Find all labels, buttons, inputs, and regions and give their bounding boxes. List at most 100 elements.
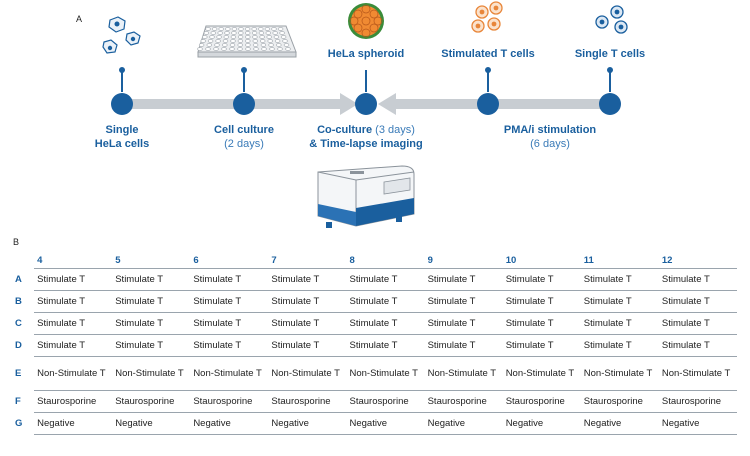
table-cell: Negative xyxy=(424,412,503,435)
table-cell: Non-Stimulate T xyxy=(34,356,113,391)
table-cell: Stimulate T xyxy=(34,268,113,291)
table-cell: Staurosporine xyxy=(580,390,659,413)
table-cell: Staurosporine xyxy=(268,390,347,413)
table-cell: Stimulate T xyxy=(502,334,581,357)
arrow-left-head xyxy=(378,93,396,115)
node-cell-culture xyxy=(233,93,255,115)
column-header: 6 xyxy=(193,254,199,266)
row-label: C xyxy=(15,318,22,329)
step-label-cell-culture: Cell culture(2 days) xyxy=(214,124,274,150)
arrow-right-head xyxy=(340,93,358,115)
table-cell: Negative xyxy=(580,412,659,435)
table-cell: Stimulate T xyxy=(34,312,113,335)
column-header: 7 xyxy=(271,254,277,266)
table-cell: Stimulate T xyxy=(658,268,737,291)
table-cell: Negative xyxy=(658,412,737,435)
stem-dot xyxy=(485,67,491,73)
label-stimulated-t-cells: Stimulated T cells xyxy=(441,48,535,60)
timeline-bar-right xyxy=(394,99,612,109)
table-cell: Staurosporine xyxy=(190,390,269,413)
table-cell: Staurosporine xyxy=(502,390,581,413)
stimulated-t-cells-icon xyxy=(471,1,503,33)
column-header: 4 xyxy=(37,254,43,266)
well-plate-icon xyxy=(197,25,297,58)
hela-spheroid-icon xyxy=(348,3,384,39)
table-cell: Stimulate T xyxy=(424,268,503,291)
column-header: 12 xyxy=(661,254,673,266)
row-label: A xyxy=(15,274,22,285)
table-cell: Negative xyxy=(112,412,191,435)
table-cell: Stimulate T xyxy=(268,268,347,291)
table-cell: Non-Stimulate T xyxy=(268,356,347,391)
table-cell: Non-Stimulate T xyxy=(580,356,659,391)
step-label-co-culture: Co-culture (3 days)& Time-lapse imaging xyxy=(309,124,423,150)
table-cell: Stimulate T xyxy=(346,312,425,335)
table-cell: Stimulate T xyxy=(346,268,425,291)
table-cell: Non-Stimulate T xyxy=(346,356,425,391)
table-cell: Staurosporine xyxy=(112,390,191,413)
table-cell: Negative xyxy=(34,412,113,435)
single-t-cells-icon xyxy=(595,5,628,34)
stems xyxy=(121,70,611,92)
table-cell: Stimulate T xyxy=(502,290,581,313)
label-single-t-cells: Single T cells xyxy=(574,48,646,60)
table-cell: Stimulate T xyxy=(502,268,581,291)
table-cell: Stimulate T xyxy=(424,290,503,313)
node-single-t xyxy=(599,93,621,115)
node-single-hela xyxy=(111,93,133,115)
table-cell: Negative xyxy=(502,412,581,435)
hela-cells-icon xyxy=(102,16,141,54)
column-header: 5 xyxy=(115,254,121,266)
table-cell: Stimulate T xyxy=(34,334,113,357)
panel-a-label: A xyxy=(76,14,83,24)
node-stimulated-t xyxy=(477,93,499,115)
table-cell: Stimulate T xyxy=(580,334,659,357)
row-label: G xyxy=(15,418,23,429)
table-cell: Stimulate T xyxy=(190,290,269,313)
table-cell: Stimulate T xyxy=(268,334,347,357)
table-cell: Stimulate T xyxy=(424,312,503,335)
table-cell: Stimulate T xyxy=(658,312,737,335)
label-hela-spheroid: HeLa spheroid xyxy=(327,48,405,60)
step-label-pma-stimulation: PMA/i stimulation(6 days) xyxy=(503,124,597,150)
table-cell: Stimulate T xyxy=(190,268,269,291)
table-cell: Stimulate T xyxy=(190,312,269,335)
table-cell: Non-Stimulate T xyxy=(112,356,191,391)
table-cell: Stimulate T xyxy=(112,290,191,313)
stem-dot xyxy=(241,67,247,73)
table-cell: Stimulate T xyxy=(580,290,659,313)
table-cell: Non-Stimulate T xyxy=(502,356,581,391)
table-cell: Staurosporine xyxy=(34,390,113,413)
node-co-culture xyxy=(355,93,377,115)
table-cell: Stimulate T xyxy=(112,268,191,291)
table-cell: Non-Stimulate T xyxy=(658,356,737,391)
table-cell: Staurosporine xyxy=(658,390,737,413)
table-cell: Stimulate T xyxy=(658,334,737,357)
table-cell: Stimulate T xyxy=(580,268,659,291)
table-cell: Negative xyxy=(190,412,269,435)
row-label: F xyxy=(15,396,21,407)
table-cell: Stimulate T xyxy=(424,334,503,357)
table-cell: Negative xyxy=(268,412,347,435)
table-cell: Stimulate T xyxy=(580,312,659,335)
workflow-diagram xyxy=(102,1,628,228)
column-header: 10 xyxy=(505,254,517,266)
table-cell: Stimulate T xyxy=(112,334,191,357)
table-cell: Staurosporine xyxy=(346,390,425,413)
row-label: E xyxy=(15,368,22,379)
table-cell: Stimulate T xyxy=(346,334,425,357)
table-cell: Non-Stimulate T xyxy=(190,356,269,391)
column-header: 9 xyxy=(427,254,433,266)
table-cell: Negative xyxy=(346,412,425,435)
table-cell: Stimulate T xyxy=(34,290,113,313)
table-cell: Stimulate T xyxy=(658,290,737,313)
